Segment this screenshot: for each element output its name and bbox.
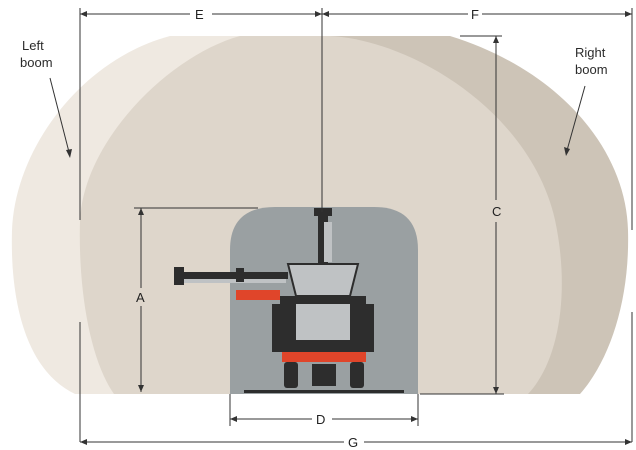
arrow-f-left: [322, 11, 329, 17]
rig-ground-plate: [244, 390, 404, 393]
rig-canopy: [288, 264, 358, 296]
rig-boom-arm: [178, 272, 288, 279]
rig-axle: [312, 364, 336, 386]
arrow-c-top: [493, 36, 499, 43]
left-boom-label-line1: Left: [22, 38, 44, 53]
dim-e-label: E: [195, 7, 204, 22]
rig-side-left: [272, 304, 282, 352]
arrow-a-top: [138, 208, 144, 215]
dimension-arrowheads: [66, 11, 632, 445]
arrow-a-bottom: [138, 385, 144, 392]
rig-boom-joint: [236, 268, 244, 282]
arrow-g-left: [80, 439, 87, 445]
right-boom-label-line1: Right: [575, 45, 606, 60]
left-boom-label-line2: boom: [20, 55, 53, 70]
right-boom-label-line2: boom: [575, 62, 608, 77]
arrow-right-boom: [564, 147, 570, 156]
arrow-d-left: [230, 416, 237, 422]
arrow-e-left: [80, 11, 87, 17]
rig-mast-head: [314, 208, 332, 216]
rig-mast: [318, 208, 328, 268]
arrow-d-right: [411, 416, 418, 422]
rig-boom-feed: [182, 279, 286, 283]
arrow-e-right: [315, 11, 322, 17]
rig-body-panel: [296, 304, 350, 340]
right-boom-pointer: [565, 85, 586, 155]
dim-c-label: C: [492, 204, 501, 219]
rig-wheel-right: [350, 362, 364, 388]
rig-mast-slide: [324, 222, 332, 262]
dim-a-label: A: [136, 290, 145, 305]
left-boom-pointer: [49, 77, 71, 157]
rig-bumper: [282, 352, 366, 362]
dim-f-label: F: [471, 7, 479, 22]
drill-rig: [174, 208, 404, 393]
arrow-c-bottom: [493, 387, 499, 394]
rig-boom-tip: [174, 267, 184, 285]
rig-side-right: [364, 304, 374, 352]
dim-d-label: D: [316, 412, 325, 427]
arrow-left-boom: [66, 149, 72, 158]
arrow-g-right: [625, 439, 632, 445]
rig-wheel-left: [284, 362, 298, 388]
arrow-f-right: [625, 11, 632, 17]
dim-g-label: G: [348, 435, 358, 450]
rig-boom-cylinder: [236, 290, 280, 300]
